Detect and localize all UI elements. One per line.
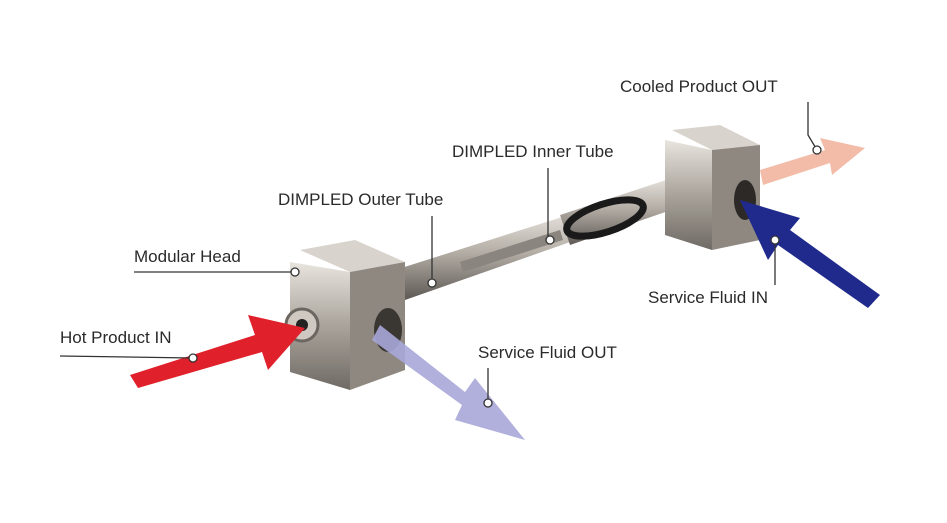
- label-service-fluid-in: Service Fluid IN: [648, 288, 768, 307]
- leader-lines: [59, 102, 822, 408]
- label-hot-product-in: Hot Product IN: [60, 328, 172, 347]
- label-cooled-product-out: Cooled Product OUT: [620, 77, 778, 96]
- service-fluid-in-arrow: [740, 200, 880, 308]
- label-dimpled-outer-tube: DIMPLED Outer Tube: [278, 190, 444, 209]
- modular-head-right: [665, 125, 760, 250]
- label-dimpled-inner-tube: DIMPLED Inner Tube: [452, 142, 614, 161]
- label-service-fluid-out: Service Fluid OUT: [478, 343, 617, 362]
- modular-head-left: [284, 240, 405, 390]
- cooled-product-out-arrow: [760, 138, 865, 185]
- inner-tube: [460, 230, 563, 272]
- hot-product-in-arrow: [130, 315, 305, 388]
- service-fluid-out-arrow: [372, 325, 525, 440]
- label-modular-head: Modular Head: [134, 247, 241, 266]
